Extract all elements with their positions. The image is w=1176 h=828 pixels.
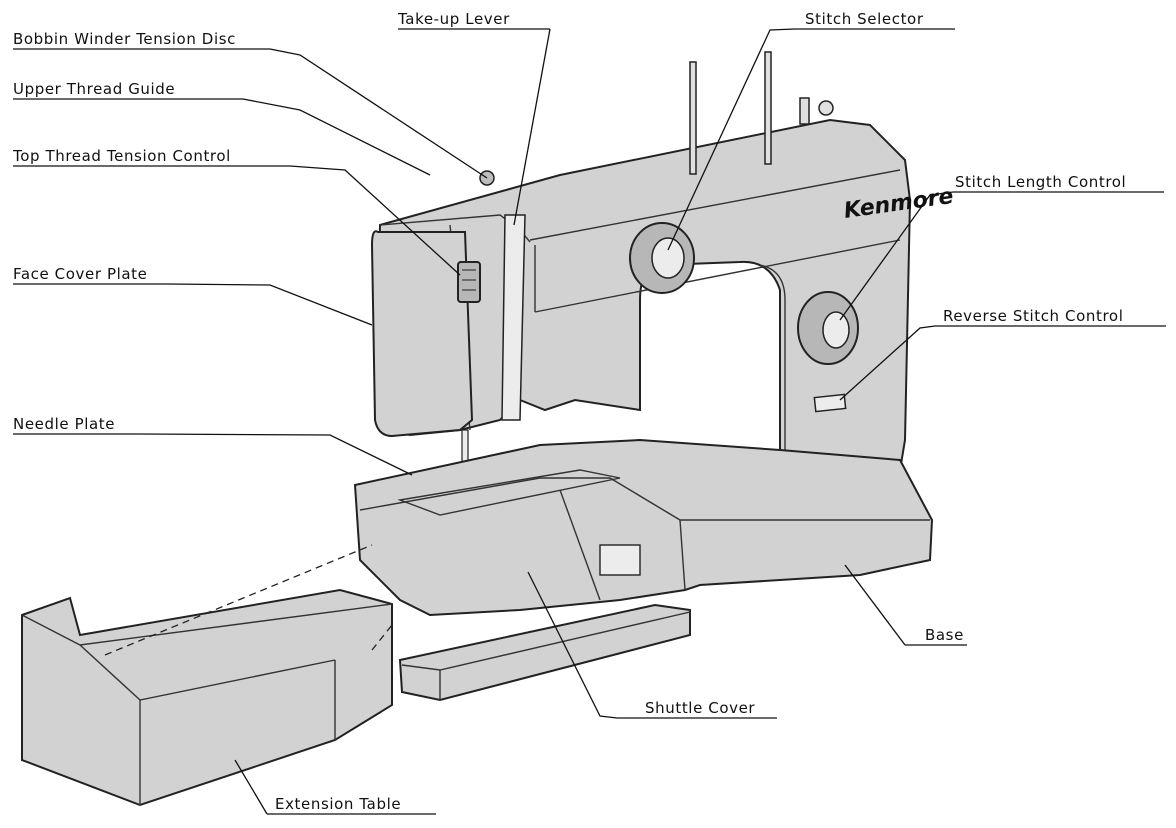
alignment-line-upper — [104, 544, 373, 656]
leader-lines — [13, 28, 1166, 815]
label-stitch-selector: Stitch Selector — [805, 10, 924, 28]
label-upper-thread-guide: Upper Thread Guide — [13, 80, 175, 98]
label-shuttle-cover: Shuttle Cover — [645, 699, 755, 717]
label-top-thread-tension-control: Top Thread Tension Control — [12, 147, 231, 165]
extension-table-shape — [21, 588, 393, 807]
label-face-cover-plate: Face Cover Plate — [13, 265, 148, 283]
alignment-line-lower — [371, 624, 393, 651]
label-stitch-length-control: Stitch Length Control — [955, 173, 1126, 191]
reverse-stitch-lever — [813, 393, 847, 413]
label-needle-plate: Needle Plate — [13, 415, 115, 433]
stitch-selector-knob — [629, 222, 695, 294]
accessory-bar — [398, 603, 691, 702]
label-reverse-stitch-control: Reverse Stitch Control — [943, 307, 1123, 325]
label-extension-table: Extension Table — [275, 795, 401, 813]
label-base: Base — [925, 626, 964, 644]
take-up-lever — [501, 214, 526, 421]
machine-base — [353, 438, 934, 617]
tension-dial — [457, 261, 481, 303]
label-bobbin-winder-tension-disc: Bobbin Winder Tension Disc — [13, 30, 236, 48]
stitch-length-knob — [797, 291, 859, 365]
label-take-up-lever: Take-up Lever — [397, 10, 510, 28]
